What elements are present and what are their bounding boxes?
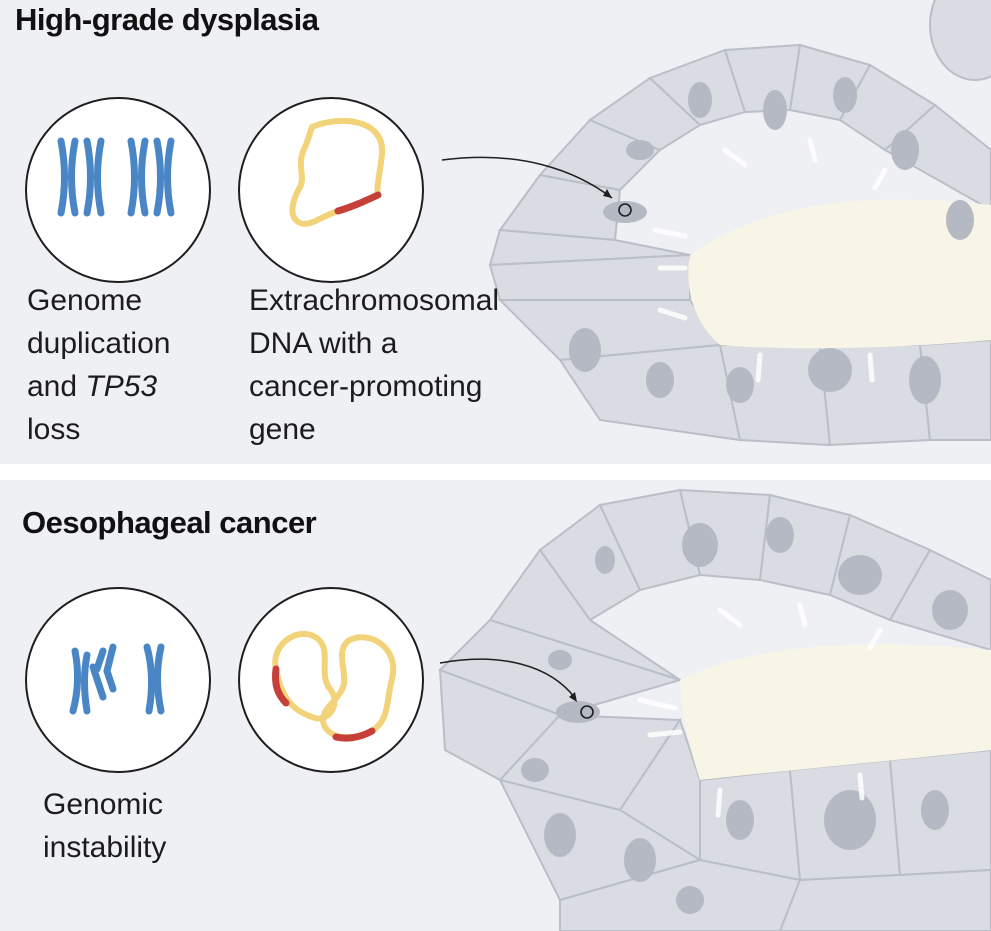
nucleus — [521, 758, 549, 782]
nucleus — [603, 201, 647, 223]
epithelial-cell — [929, 0, 991, 81]
nucleus — [824, 790, 876, 850]
nucleus — [726, 367, 754, 403]
epithelial-cell — [778, 868, 991, 931]
broken-chromosomes-icon — [69, 643, 165, 715]
panel-title: High-grade dysplasia — [15, 2, 319, 37]
chromosomes-icon — [57, 137, 175, 217]
caption-line: Extrachromosomal — [249, 284, 500, 317]
ecdna-circle — [238, 97, 424, 283]
lumen — [680, 644, 991, 780]
caption-line: and TP53 — [27, 365, 170, 408]
nucleus — [626, 140, 654, 160]
nucleus — [688, 82, 712, 118]
chromosome-circle — [25, 97, 211, 283]
nucleus — [763, 90, 787, 130]
gene-name: TP53 — [85, 370, 158, 403]
nucleus — [808, 348, 852, 392]
caption-genome-duplication: Genome duplication and TP53 loss — [27, 279, 170, 451]
nucleus — [682, 523, 718, 567]
lumen — [688, 199, 991, 349]
nucleus — [624, 838, 656, 882]
nucleus — [548, 650, 572, 670]
nucleus — [544, 813, 576, 857]
caption-line: DNA with a — [249, 327, 398, 360]
caption-line: instability — [43, 831, 167, 864]
caption-line: Genomic — [43, 788, 164, 821]
nucleus — [766, 517, 794, 553]
nucleus — [595, 546, 615, 574]
nucleus — [569, 328, 601, 372]
nucleus — [833, 77, 857, 113]
ecdna-loop-icon — [289, 117, 386, 227]
chromosome-circle — [25, 587, 211, 773]
nucleus — [726, 800, 754, 840]
ecdna-circle — [238, 587, 424, 773]
nucleus — [891, 130, 919, 170]
ecdna-loops-icon — [272, 630, 397, 742]
nucleus — [676, 886, 704, 914]
panel-high-grade-dysplasia: High-grade dysplasia Genome duplication … — [0, 0, 991, 464]
caption-line: cancer-promoting — [249, 370, 483, 403]
caption-text: and — [27, 370, 86, 403]
caption-line: duplication — [27, 327, 171, 360]
nucleus — [932, 590, 968, 630]
nucleus — [556, 701, 600, 723]
caption-line: gene — [249, 413, 316, 446]
nucleus — [921, 790, 949, 830]
caption-genomic-instability: Genomic instability — [43, 783, 166, 869]
panel-title: Oesophageal cancer — [22, 505, 317, 540]
nucleus — [646, 362, 674, 398]
nucleus — [909, 356, 941, 404]
caption-line: Genome — [27, 284, 143, 317]
tissue-illustration-top — [488, 0, 991, 447]
panel-oesophageal-cancer: Oesophageal cancer Genomic instability — [0, 480, 991, 931]
nucleus — [838, 555, 882, 595]
nucleus — [946, 200, 974, 240]
caption-line: loss — [27, 413, 81, 446]
caption-extrachromosomal-dna: Extrachromosomal DNA with a cancer-promo… — [249, 279, 499, 451]
